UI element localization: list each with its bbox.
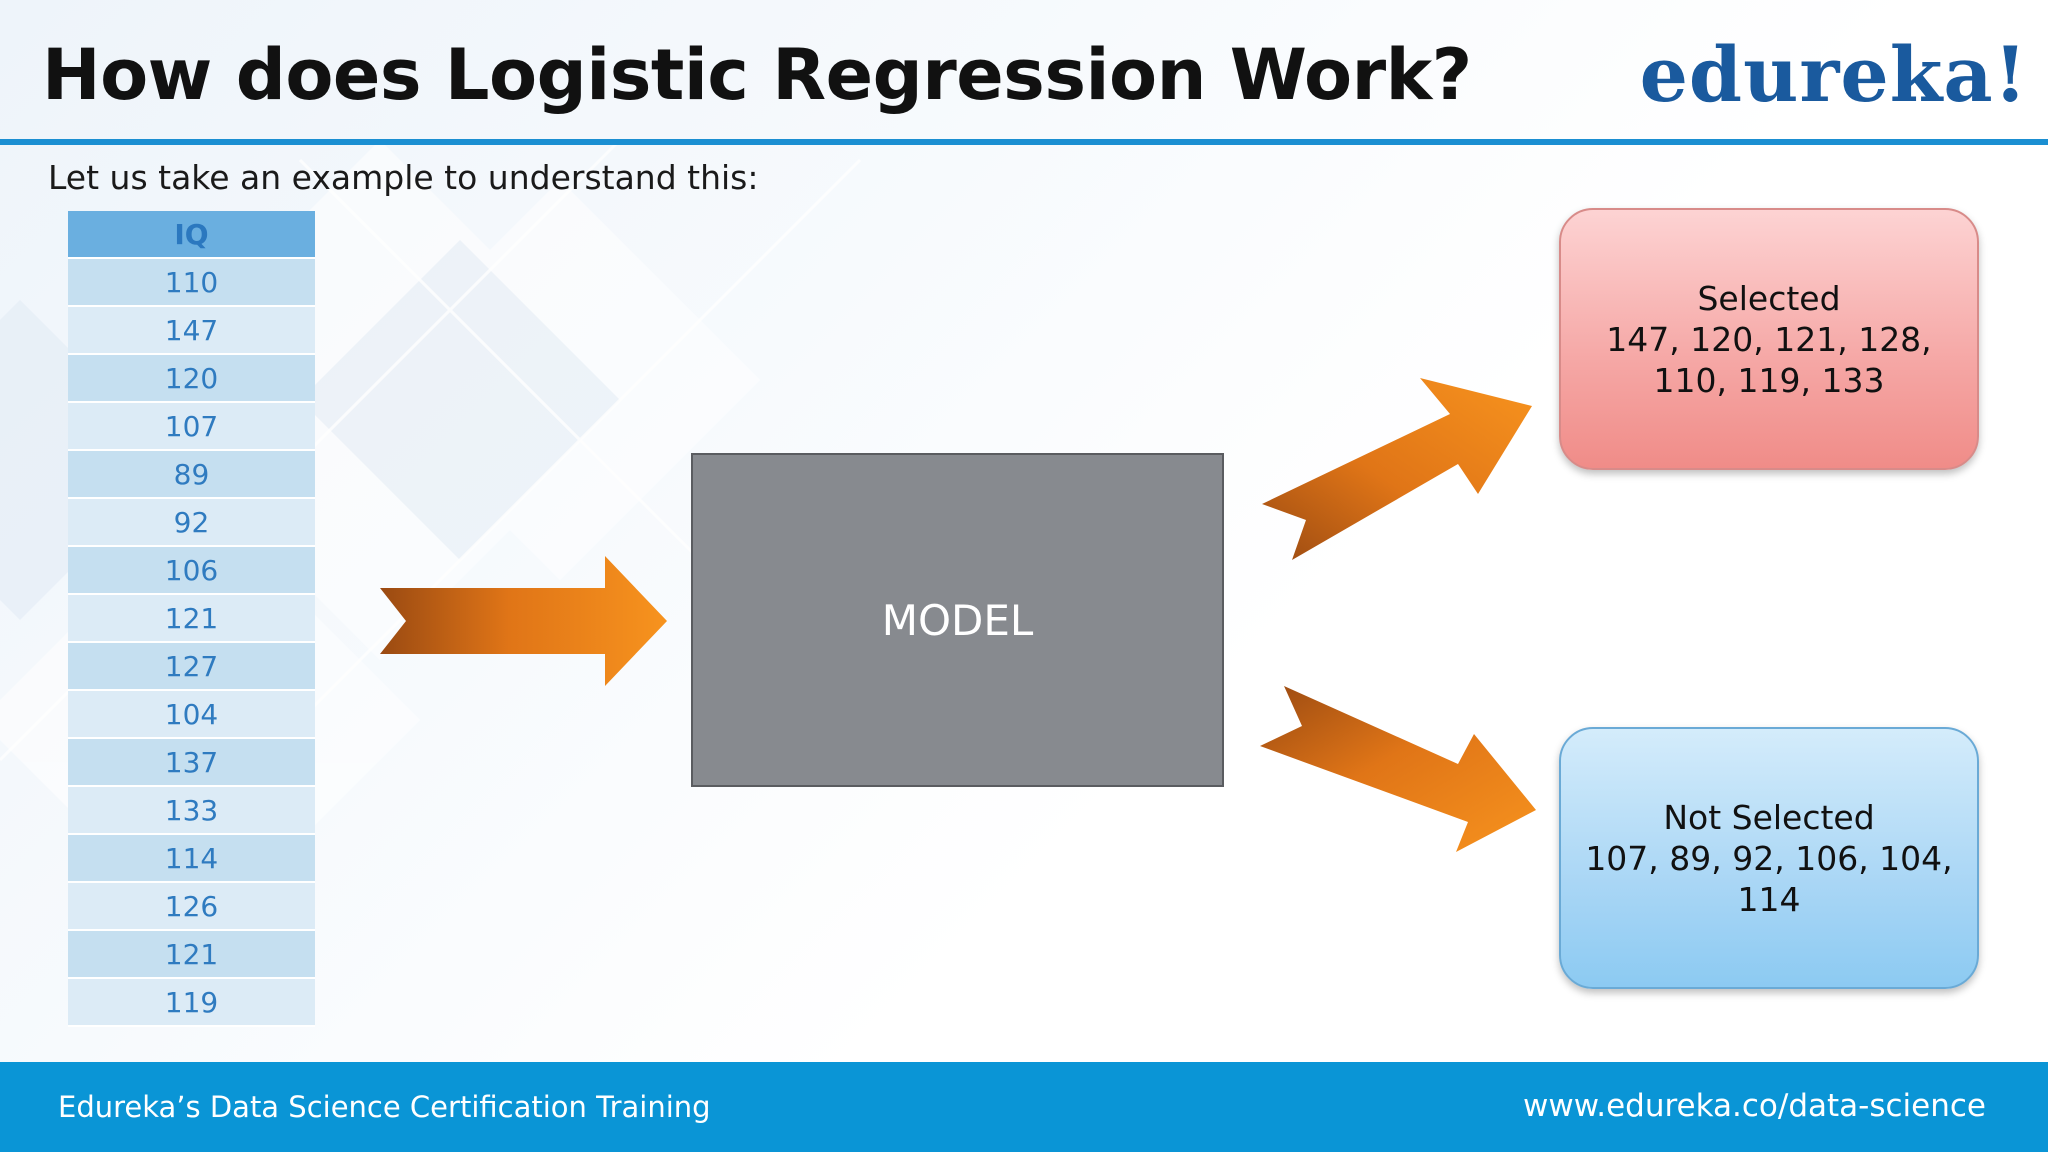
table-row: 147: [68, 306, 315, 355]
selected-arrow: [1262, 378, 1532, 560]
iq-cell: 104: [68, 690, 315, 739]
table-row: 120: [68, 354, 315, 403]
table-row: 104: [68, 690, 315, 739]
iq-cell: 120: [68, 354, 315, 403]
intro-text: Let us take an example to understand thi…: [48, 158, 759, 197]
table-row: 121: [68, 930, 315, 979]
model-label: MODEL: [881, 595, 1034, 645]
not-selected-arrow: [1260, 686, 1536, 852]
table-row: 107: [68, 402, 315, 451]
table-row: 89: [68, 450, 315, 499]
not-selected-title: Not Selected: [1663, 797, 1875, 837]
not-selected-values: 107, 89, 92, 106, 104, 114: [1585, 838, 1953, 919]
iq-cell: 110: [68, 258, 315, 307]
table-row: 114: [68, 834, 315, 883]
model-box: MODEL: [691, 453, 1224, 787]
edureka-logo: edureka!: [1639, 30, 2028, 119]
table-row: 126: [68, 882, 315, 931]
iq-column-header: IQ: [68, 211, 315, 259]
footer-url[interactable]: www.edureka.co/data-science: [1523, 1088, 1986, 1124]
iq-cell: 127: [68, 642, 315, 691]
table-row: 106: [68, 546, 315, 595]
table-header-row: IQ: [68, 211, 315, 259]
table-row: 127: [68, 642, 315, 691]
iq-cell: 89: [68, 450, 315, 499]
table-row: 92: [68, 498, 315, 547]
iq-cell: 121: [68, 594, 315, 643]
iq-cell: 133: [68, 786, 315, 835]
iq-cell: 137: [68, 738, 315, 787]
table-row: 137: [68, 738, 315, 787]
iq-cell: 119: [68, 978, 315, 1027]
selected-title: Selected: [1697, 278, 1841, 318]
table-row: 133: [68, 786, 315, 835]
iq-cell: 126: [68, 882, 315, 931]
table-row: 110: [68, 258, 315, 307]
table-row: 121: [68, 594, 315, 643]
footer-bar: Edureka’s Data Science Certification Tra…: [0, 1062, 2048, 1152]
iq-cell: 106: [68, 546, 315, 595]
header-divider: [0, 139, 2048, 145]
iq-cell: 121: [68, 930, 315, 979]
not-selected-box: Not Selected 107, 89, 92, 106, 104, 114: [1559, 727, 1979, 989]
iq-cell: 92: [68, 498, 315, 547]
input-arrow: [380, 556, 667, 686]
iq-cell: 107: [68, 402, 315, 451]
selected-values: 147, 120, 121, 128, 110, 119, 133: [1606, 319, 1932, 400]
table-row: 119: [68, 978, 315, 1027]
iq-cell: 114: [68, 834, 315, 883]
selected-box: Selected 147, 120, 121, 128, 110, 119, 1…: [1559, 208, 1979, 470]
page-title: How does Logistic Regression Work?: [42, 34, 1472, 116]
iq-table: IQ 110 147 120 107 89 92 106 121 127 104…: [68, 211, 315, 1027]
footer-course-title: Edureka’s Data Science Certification Tra…: [58, 1090, 711, 1124]
iq-cell: 147: [68, 306, 315, 355]
